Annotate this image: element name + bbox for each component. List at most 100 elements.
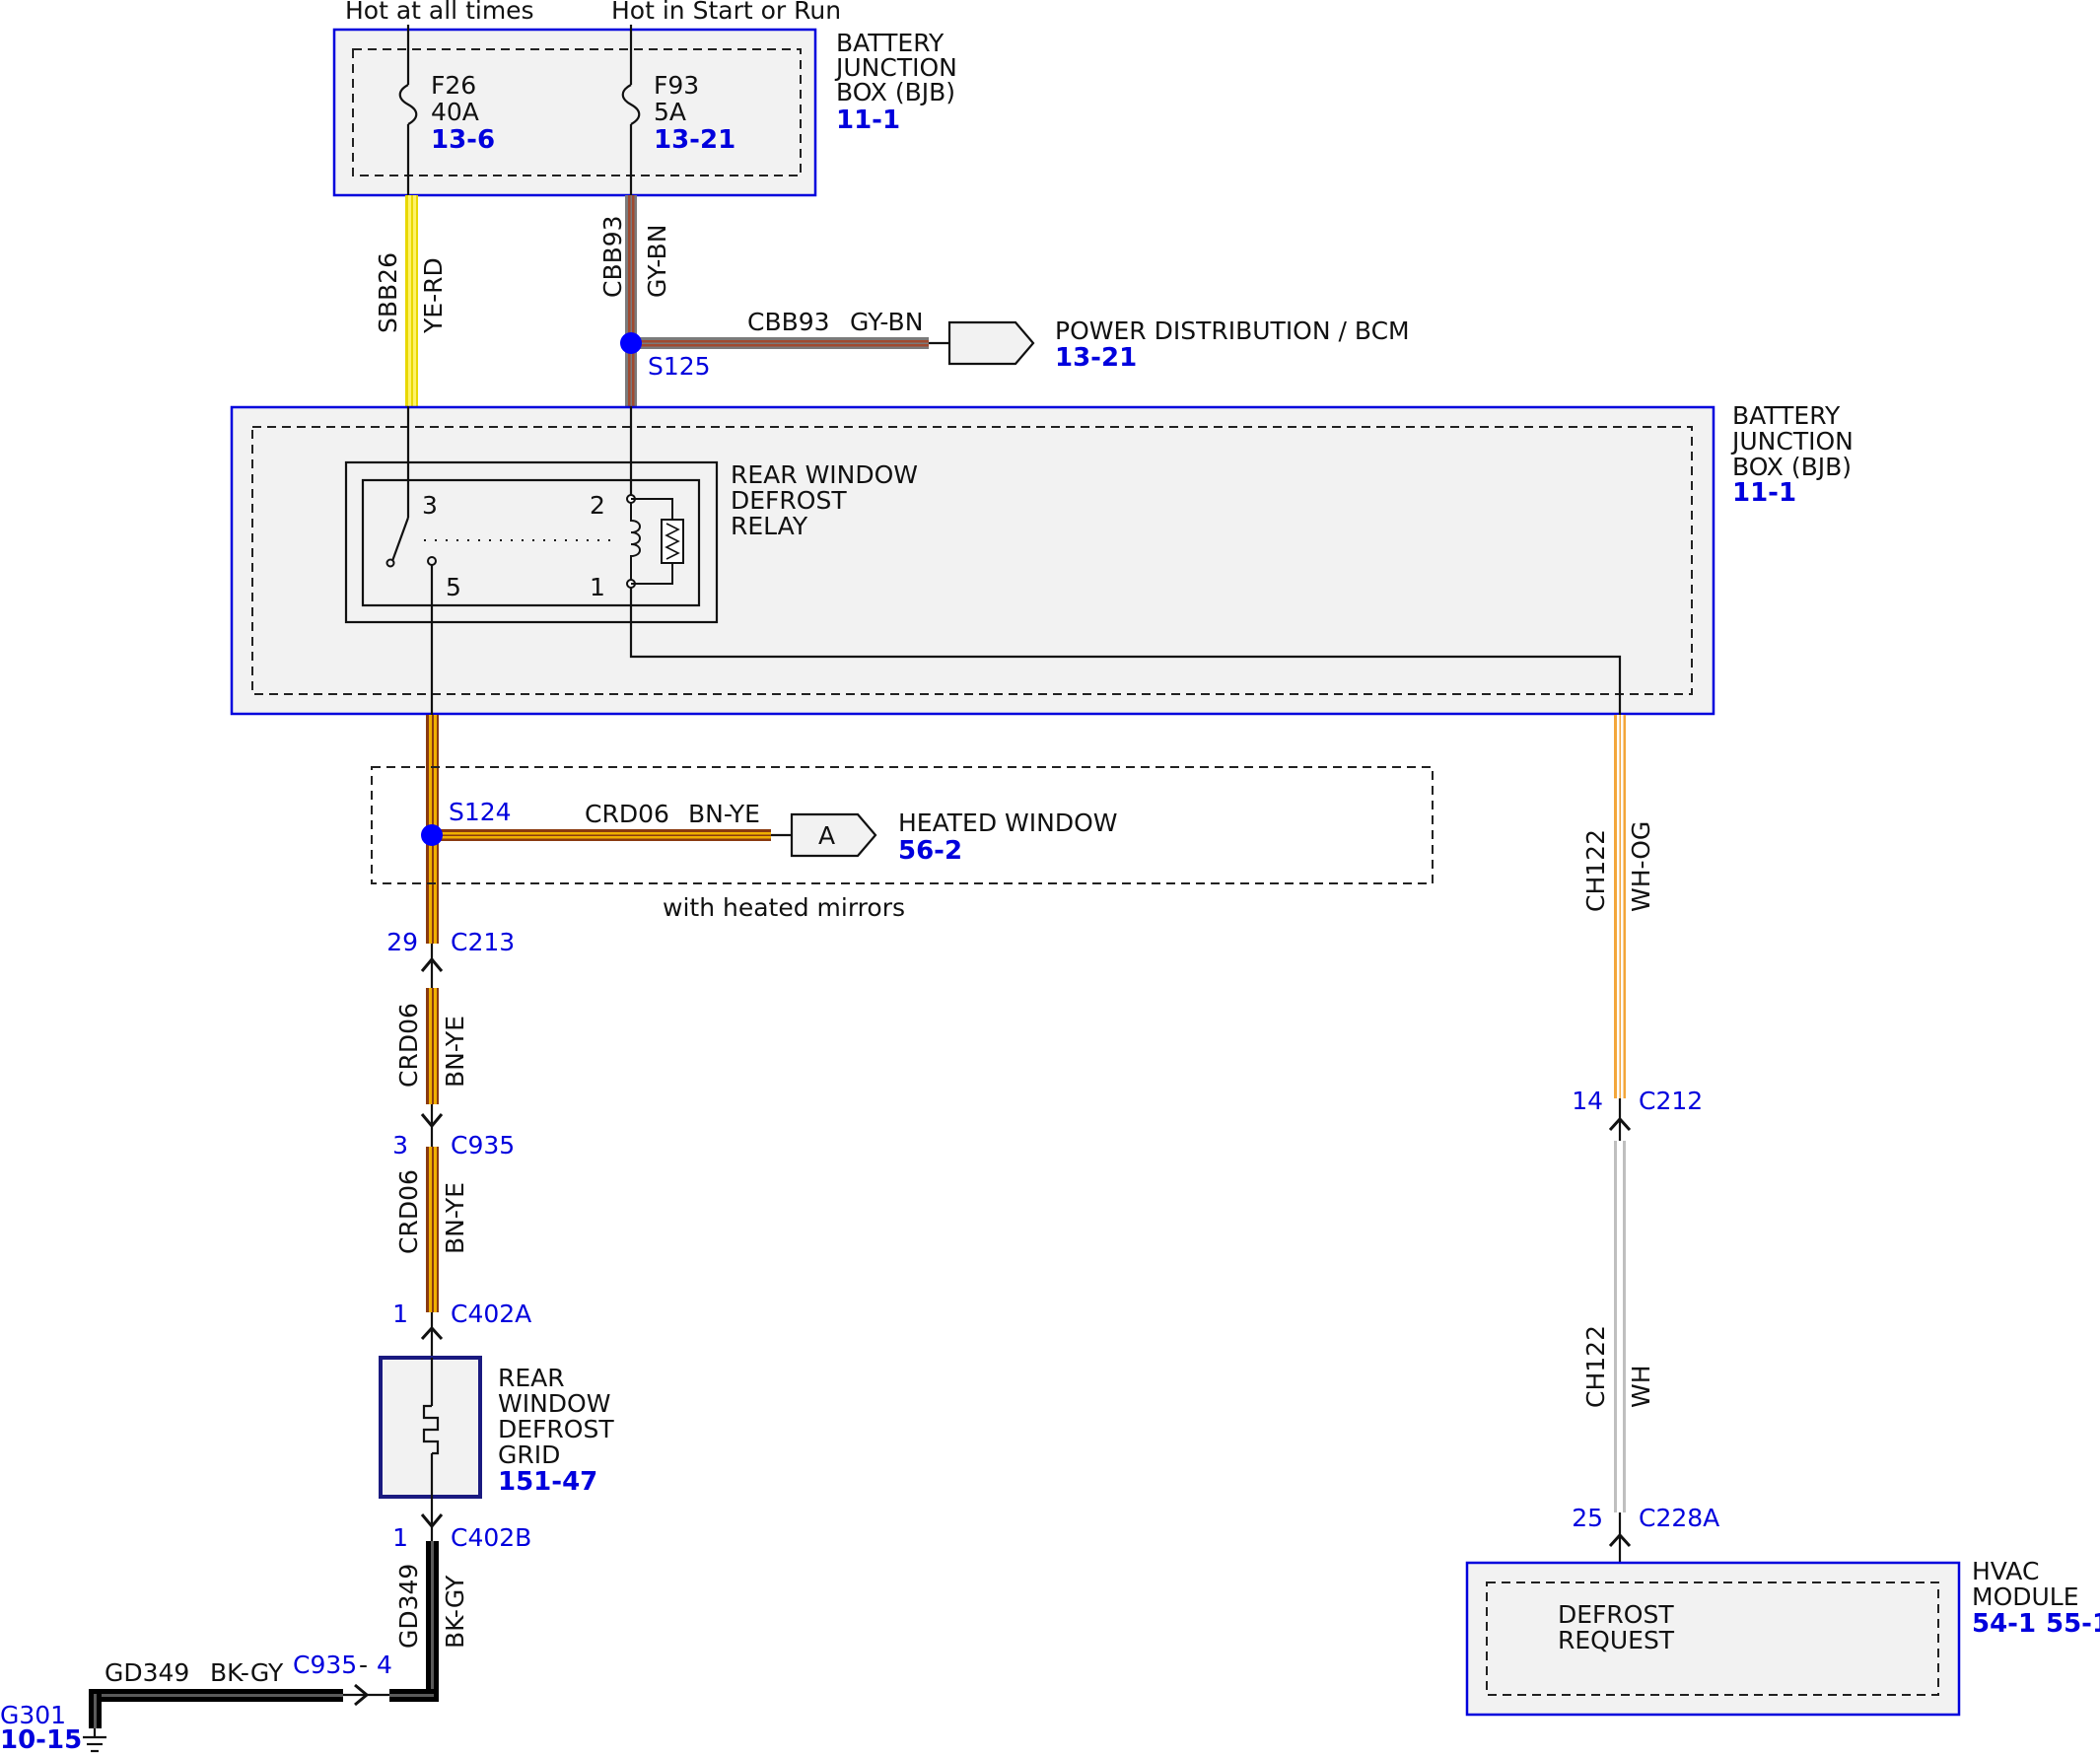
defrost-grid-name-4: GRID xyxy=(498,1441,560,1469)
wire-cbb93-branch xyxy=(631,337,929,349)
wire-cbb93-branch-color: GY-BN xyxy=(850,308,923,336)
wire-crd06-b-circuit: CRD06 xyxy=(394,1169,423,1254)
wire-crd06-a-circuit: CRD06 xyxy=(394,1003,423,1088)
wire-gd349-vertical-circuit: GD349 xyxy=(394,1564,423,1649)
hot-at-all-times-label: Hot at all times xyxy=(345,0,534,25)
c935-ground-pin: 4 xyxy=(377,1651,392,1679)
c213-name: C213 xyxy=(451,928,515,956)
relay-resistor-zigzag xyxy=(665,523,680,560)
c402a-name: C402A xyxy=(451,1300,531,1328)
heated-window-label: HEATED WINDOW xyxy=(898,808,1117,837)
c402b-pin: 1 xyxy=(392,1523,408,1552)
c402a-connector-icon xyxy=(420,1325,444,1341)
hvac-ref-1[interactable]: 54-1 xyxy=(1972,1609,2036,1639)
bjb-top-name-2: JUNCTION xyxy=(834,53,957,82)
bjb-main-name-1: BATTERY xyxy=(1732,401,1841,430)
c228a-pin: 25 xyxy=(1572,1504,1603,1532)
power-distribution-ref[interactable]: 13-21 xyxy=(1055,343,1137,373)
wire-ch122-top xyxy=(1614,715,1626,1098)
relay-name-3: RELAY xyxy=(731,512,808,540)
bjb-main-ref[interactable]: 11-1 xyxy=(1732,478,1796,508)
ground-icon xyxy=(83,1728,106,1753)
fuse-f93-symbol xyxy=(621,84,641,125)
defrost-grid-ref[interactable]: 151-47 xyxy=(498,1467,597,1497)
relay-switch-arm xyxy=(390,517,410,562)
hvac-module-box xyxy=(1465,1561,1961,1717)
c213-connector-icon xyxy=(420,956,444,972)
defrost-grid-name-1: REAR xyxy=(498,1364,565,1392)
heated-window-connector xyxy=(790,812,877,858)
fuse-f26-rating: 40A xyxy=(431,98,479,126)
c935-pin: 3 xyxy=(392,1131,408,1160)
bjb-fuse-box xyxy=(332,28,817,197)
hot-start-run-label: Hot in Start or Run xyxy=(611,0,841,25)
fuse-f93-id: F93 xyxy=(654,71,699,100)
relay-pin-3: 3 xyxy=(422,491,438,520)
hvac-name-2: MODULE xyxy=(1972,1582,2079,1611)
wire-crd06-branch-circuit: CRD06 xyxy=(585,800,669,828)
wire-cbb93-branch-circuit: CBB93 xyxy=(747,308,830,336)
bjb-main-box xyxy=(230,405,1715,716)
c402a-pin: 1 xyxy=(392,1300,408,1328)
ground-ref[interactable]: 10-15 xyxy=(0,1725,82,1755)
splice-s125-dot xyxy=(620,332,642,354)
c228a-name: C228A xyxy=(1639,1504,1719,1532)
relay-pin-5: 5 xyxy=(446,573,461,601)
wire-crd06-branch xyxy=(432,829,771,841)
hvac-inner-1: DEFROST xyxy=(1558,1600,1674,1629)
wire-crd06-branch-color: BN-YE xyxy=(688,800,760,828)
fuse-f26-id: F26 xyxy=(431,71,476,100)
c402b-name: C402B xyxy=(451,1523,531,1552)
wire-gd349-horizontal-circuit: GD349 xyxy=(105,1658,189,1687)
hvac-name-1: HVAC xyxy=(1972,1557,2039,1585)
splice-s124-label: S124 xyxy=(449,798,512,826)
c935-ground-dash: - xyxy=(359,1651,368,1679)
c402b-connector-icon xyxy=(420,1513,444,1529)
wire-crd06-a-color: BN-YE xyxy=(441,1016,469,1088)
fuse-f93-rating: 5A xyxy=(654,98,686,126)
fuse-f93-ref[interactable]: 13-21 xyxy=(654,125,735,155)
c212-pin: 14 xyxy=(1572,1087,1603,1115)
splice-s124-dot xyxy=(421,824,443,846)
bjb-top-name-3: BOX (BJB) xyxy=(836,78,955,106)
c935-ground-connector-icon xyxy=(354,1683,370,1707)
wire-sbb26-circuit: SBB26 xyxy=(374,252,402,333)
relay-pin-2: 2 xyxy=(590,491,605,520)
wire-sbb26 xyxy=(405,195,418,406)
wire-crd06-b xyxy=(426,1147,439,1312)
wire-crd06-a xyxy=(426,988,439,1104)
wire-ch122-bottom xyxy=(1614,1141,1626,1512)
wire-ch122-top-color: WH-OG xyxy=(1627,821,1655,912)
wire-cbb93-circuit: CBB93 xyxy=(598,215,627,298)
hvac-ref-2[interactable]: 55-1 xyxy=(2046,1609,2100,1639)
defrost-grid-name-3: DEFROST xyxy=(498,1415,614,1443)
relay-body xyxy=(344,460,719,624)
power-distribution-label: POWER DISTRIBUTION / BCM xyxy=(1055,316,1410,345)
defrost-grid-box xyxy=(379,1356,482,1499)
fuse-f26-ref[interactable]: 13-6 xyxy=(431,125,495,155)
wire-gd349-horizontal xyxy=(89,1689,439,1728)
defrost-grid-element-icon xyxy=(422,1404,440,1455)
wire-gd349-vertical xyxy=(426,1541,439,1702)
wire-sbb26-color: YE-RD xyxy=(419,257,448,334)
wire-ch122-bottom-color: WH xyxy=(1627,1365,1655,1408)
wire-ch122-top-circuit: CH122 xyxy=(1581,829,1610,912)
wire-gd349-vertical-color: BK-GY xyxy=(441,1575,469,1649)
c935-ground-name: C935 xyxy=(293,1651,357,1679)
c228a-connector-icon xyxy=(1608,1532,1632,1548)
relay-name-2: DEFROST xyxy=(731,486,847,515)
hvac-inner-2: REQUEST xyxy=(1558,1626,1675,1654)
ground-name: G301 xyxy=(0,1701,66,1729)
wire-ch122-bottom-circuit: CH122 xyxy=(1581,1325,1610,1408)
wire-cbb93-color: GY-BN xyxy=(643,225,671,298)
c213-pin: 29 xyxy=(386,928,418,956)
relay-pin1-to-ch122-line xyxy=(629,588,1622,715)
c935-name: C935 xyxy=(451,1131,515,1160)
heated-window-ref[interactable]: 56-2 xyxy=(898,836,962,866)
fuse-f26-symbol xyxy=(398,84,418,125)
relay-switch-pivot xyxy=(385,558,395,568)
heated-mirrors-option-label: with heated mirrors xyxy=(663,893,905,922)
wire-gd349-horizontal-color: BK-GY xyxy=(210,1658,284,1687)
bjb-top-ref[interactable]: 11-1 xyxy=(836,105,900,135)
bjb-main-name-3: BOX (BJB) xyxy=(1732,453,1852,481)
